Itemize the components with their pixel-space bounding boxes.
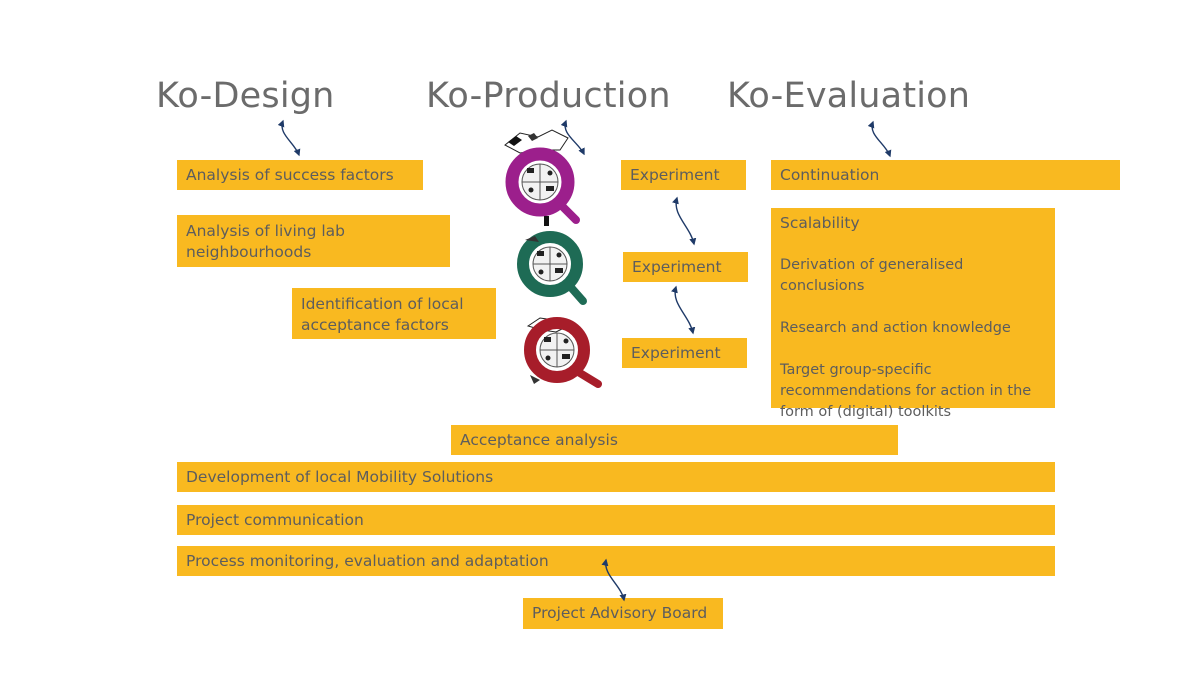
scalability-item-toolkits: Target group-specific recommendations fo… [780,362,1032,420]
scalability-item-conclusions: Derivation of generalised conclusions [780,257,964,294]
bar-label: Project communication [186,510,364,529]
arrow-production-connector [560,119,585,156]
bar-acceptance-analysis: Acceptance analysis [451,425,898,455]
box-label: Experiment [630,165,720,184]
bar-project-communication: Project communication [177,505,1055,535]
heading-ko-production: Ko-Production [426,76,671,116]
scalability-title: Scalability [780,214,860,232]
box-analysis-success-factors: Analysis of success factors [177,160,423,190]
living-lab-logo-red-icon [524,317,602,388]
box-label: Analysis of success factors [186,165,394,184]
box-label: Continuation [780,165,880,184]
box-label-line-2: neighbourhoods [186,243,312,261]
box-label: Project Advisory Board [532,604,708,622]
arrow-advisory-connector [601,558,627,602]
box-continuation: Continuation [771,160,1120,190]
box-local-acceptance-factors: Identification of local acceptance facto… [292,288,496,339]
heading-ko-evaluation: Ko-Evaluation [727,76,971,116]
box-scalability: Scalability Derivation of generalised co… [771,208,1055,420]
box-experiment-2: Experiment [623,252,748,282]
box-analysis-living-lab: Analysis of living lab neighbourhoods [177,215,450,267]
bar-label: Development of local Mobility Solutions [186,467,494,486]
heading-ko-design: Ko-Design [156,76,335,116]
bar-label: Process monitoring, evaluation and adapt… [186,551,549,570]
box-experiment-1: Experiment [621,160,746,190]
arrow-experiment-2-3 [671,285,696,335]
box-label-line-1: Analysis of living lab [186,222,345,240]
arrow-experiment-1-2 [672,196,697,246]
living-lab-logo-green-icon [517,216,587,305]
box-label: Experiment [631,343,721,362]
box-label: Experiment [632,257,722,276]
box-label-line-1: Identification of local [301,295,464,313]
arrow-design-connector [277,119,301,157]
living-lab-logo-purple-icon [504,129,580,224]
box-label-line-2: acceptance factors [301,316,449,334]
arrow-evaluation-connector [867,120,892,158]
box-project-advisory-board: Project Advisory Board [523,598,723,629]
scalability-item-knowledge: Research and action knowledge [780,320,1011,336]
box-experiment-3: Experiment [622,338,747,368]
bar-label: Acceptance analysis [460,430,618,449]
bar-mobility-solutions: Development of local Mobility Solutions [177,462,1055,492]
